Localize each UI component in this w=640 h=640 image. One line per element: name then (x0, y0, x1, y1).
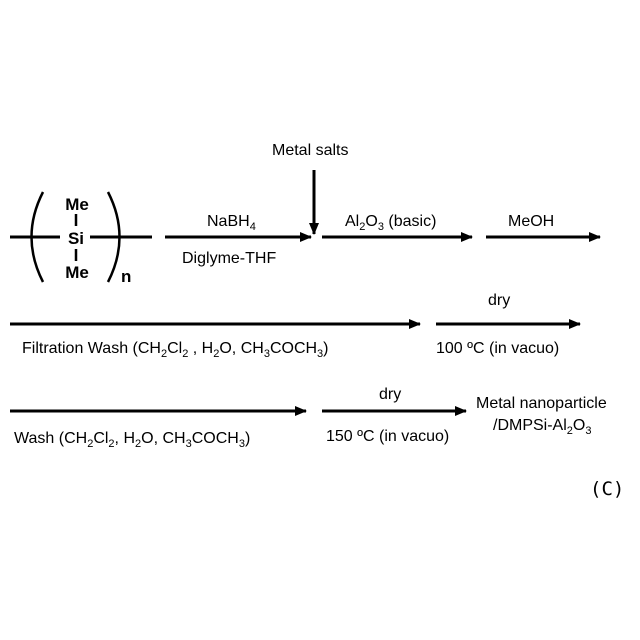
solvent-diglyme-thf: Diglyme-THF (182, 250, 276, 267)
product-line-1: Metal nanoparticle (476, 395, 607, 412)
reagent-nabh4: NaBH4 (207, 213, 256, 233)
reagent-meoh: MeOH (508, 213, 554, 230)
dry-label-2: dry (379, 386, 401, 403)
repeat-subscript: n (121, 267, 131, 286)
metal-salts-label: Metal salts (272, 142, 348, 159)
dry-label-1: dry (488, 292, 510, 309)
temperature-150-label: 150 ºC (in vacuo) (326, 428, 449, 445)
product-line-2: /DMPSi-Al2O3 (493, 417, 591, 437)
filtration-wash-label: Filtration Wash (CH2Cl2 , H2O, CH3COCH3) (22, 340, 329, 360)
reagent-alumina-basic: Al2O3 (basic) (345, 213, 436, 233)
polydimethylsilane-structure: Me Si Me n (10, 192, 152, 286)
methyl-top: Me (65, 195, 89, 214)
methyl-bottom: Me (65, 263, 89, 282)
panel-label: (C) (590, 478, 624, 500)
silicon-atom: Si (68, 229, 84, 248)
wash-label: Wash (CH2Cl2, H2O, CH3COCH3) (14, 430, 250, 450)
temperature-100-label: 100 ºC (in vacuo) (436, 340, 559, 357)
